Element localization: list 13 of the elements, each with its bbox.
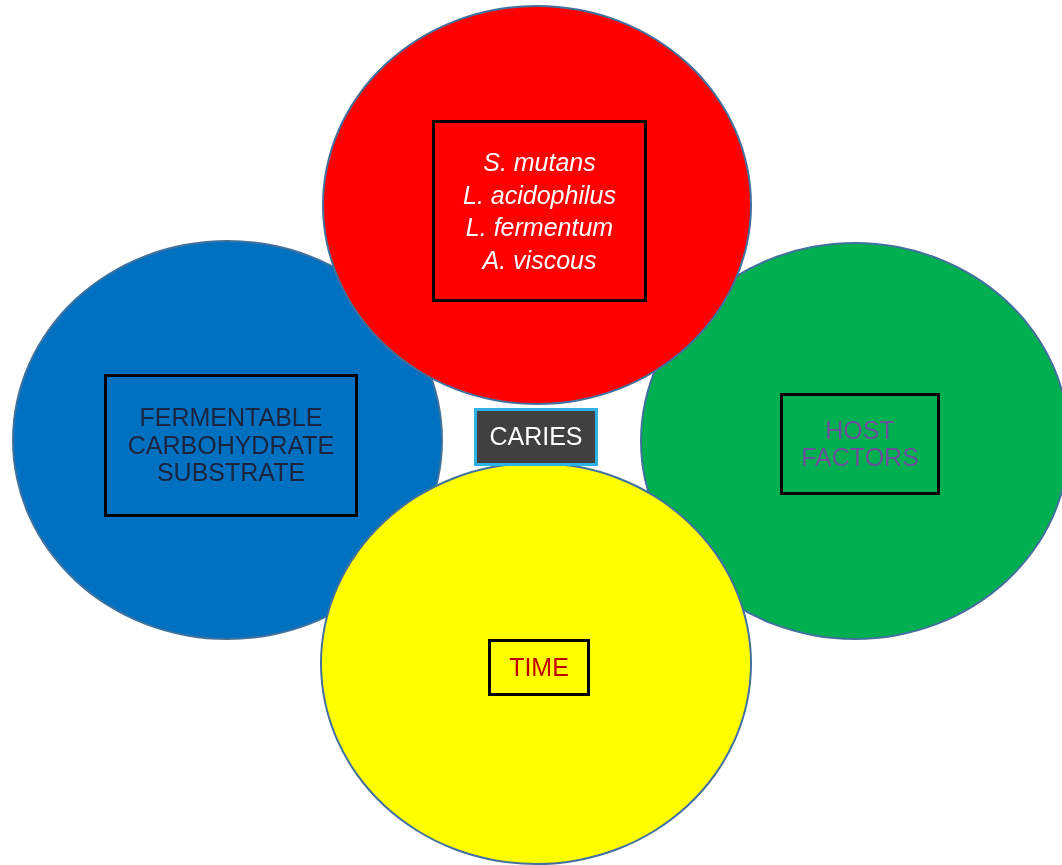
text-box: [104, 374, 358, 517]
box-text: FERMENTABLE CARBOHYDRATE SUBSTRATE: [126, 404, 336, 487]
box-text: S. mutans: [483, 147, 596, 178]
box-text: L. fermentum: [465, 212, 614, 243]
box-text: A. viscous: [482, 244, 597, 276]
box-text: TIME: [509, 653, 569, 682]
box-text: CARIES: [489, 423, 583, 451]
box-text: L. acidophilus: [463, 179, 616, 211]
text-box: [432, 120, 647, 302]
box-text: HOST FACTORS: [800, 416, 920, 472]
text-box: [488, 639, 590, 696]
center-label-box: [474, 408, 598, 466]
text-box: [780, 393, 940, 495]
